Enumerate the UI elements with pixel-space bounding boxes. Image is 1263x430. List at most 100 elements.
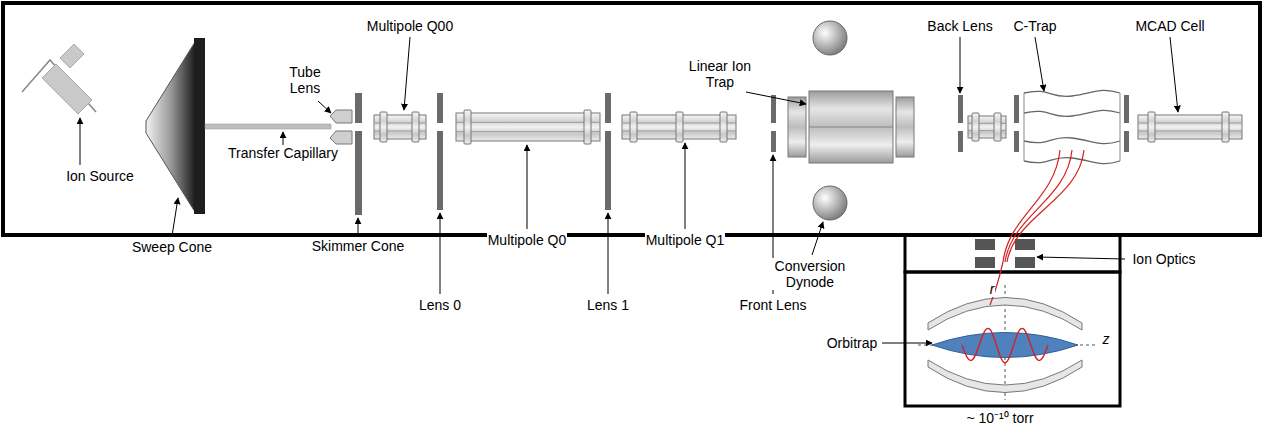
part-label: Ion Optics — [1131, 251, 1196, 267]
multipole-collar — [994, 113, 1001, 141]
tube-lens — [330, 110, 352, 123]
part-label: Lens 0 — [418, 297, 462, 313]
sweep-cone — [146, 38, 205, 214]
vacuum-housing — [3, 3, 1260, 235]
leader-arrow — [1035, 37, 1044, 91]
multipole-q00 — [374, 112, 426, 142]
leader-arrow — [608, 213, 609, 294]
c-trap-end-plate — [1124, 95, 1129, 123]
trap-slit — [809, 127, 893, 128]
ion-trajectory — [1005, 150, 1072, 262]
outer-electrode — [928, 298, 1082, 331]
sweep-cone-body — [146, 42, 195, 212]
part-label: Multipole Q0 — [487, 232, 568, 248]
c-trap-end-plate — [1014, 131, 1019, 152]
leader-arrow — [440, 213, 441, 294]
ion-trajectory — [1003, 150, 1060, 262]
orbitrap — [918, 285, 1098, 400]
c-trap-electrode — [1024, 110, 1120, 116]
leader-arrow — [1037, 257, 1125, 259]
multipole-q1 — [622, 112, 736, 142]
leader-arrow — [527, 145, 528, 229]
trap-center-section — [809, 91, 893, 163]
part-label: Lens 1 — [586, 297, 630, 313]
multipole-collar — [676, 112, 683, 142]
conversion-dynode — [813, 21, 847, 55]
tube-lens — [330, 131, 352, 144]
multipole-collar — [720, 112, 727, 142]
ion-source-stem — [60, 44, 84, 68]
ion-optics-electrode — [975, 257, 995, 268]
part-label: Skimmer Cone — [311, 238, 406, 254]
part-label: Multipole Q1 — [645, 232, 726, 248]
part-label: Transfer Capillary — [227, 145, 339, 161]
part-label: z — [1102, 331, 1111, 347]
multipole-collar — [380, 112, 387, 142]
ion-source-body — [42, 64, 92, 114]
c-trap-end-plate — [1014, 95, 1019, 123]
transfer-multipole — [968, 113, 1006, 141]
part-label: Sweep Cone — [131, 239, 213, 255]
leader-arrow — [172, 198, 178, 236]
part-label: Front Lens — [739, 297, 808, 313]
ion-orbit — [962, 328, 1048, 362]
lens-1-plate — [605, 93, 611, 123]
part-label: MCAD Cell — [1134, 18, 1205, 34]
multipole-q0 — [456, 110, 600, 144]
orbitrap-housing — [905, 272, 1120, 406]
trap-end-section — [788, 97, 806, 157]
leader-arrow — [80, 118, 81, 165]
ion-trajectory — [1007, 150, 1084, 262]
skimmer-cone-plate — [355, 131, 362, 215]
sweep-cone-flange — [194, 38, 205, 214]
central-electrode — [932, 333, 1078, 358]
c-trap-electrode — [1024, 90, 1120, 96]
part-label: Ion Source — [65, 168, 135, 184]
lens-1-plate — [605, 131, 611, 210]
leader-arrow — [960, 37, 961, 93]
multipole-collar — [972, 113, 979, 141]
part-label: ~ 10⁻¹⁰ torr — [965, 410, 1034, 426]
leader-arrow — [746, 92, 806, 104]
leader-arrow — [404, 37, 410, 110]
leader-arrow — [318, 101, 331, 113]
leader-arrow — [882, 343, 932, 344]
multipole-collar — [584, 110, 591, 144]
back-lens-plate — [958, 131, 963, 152]
multipole-collar — [1222, 112, 1229, 142]
c-trap-end-plate — [1124, 131, 1129, 152]
skimmer-cone-plate — [355, 93, 362, 123]
back-lens-plate — [958, 95, 963, 123]
ion-optics-electrode — [1015, 239, 1035, 250]
outer-electrode — [928, 360, 1082, 393]
c-trap-electrode — [1024, 158, 1120, 164]
ion-optics-electrode — [1015, 257, 1035, 268]
part-label: C-Trap — [1012, 18, 1057, 34]
part-label: r — [989, 281, 996, 297]
leader-arrow — [812, 222, 823, 255]
trap-end-section — [896, 97, 914, 157]
rod-edge — [456, 122, 600, 123]
ion-optics-electrode — [975, 239, 995, 250]
ion-source — [22, 44, 96, 114]
transfer-capillary — [205, 124, 331, 129]
c-trap-edge — [1120, 93, 1121, 161]
c-trap-electrode — [1024, 138, 1120, 144]
multipole-rods — [456, 113, 600, 141]
part-label: Linear Ion Trap — [684, 58, 756, 90]
multipole-collar — [630, 112, 637, 142]
front-lens-plate — [771, 131, 776, 152]
part-label: Multipole Q00 — [366, 18, 454, 34]
multipole-collar — [412, 112, 419, 142]
lens-0-plate — [437, 131, 443, 210]
multipole-collar — [464, 110, 471, 144]
c-trap-edge — [1024, 93, 1025, 161]
part-label: Orbitrap — [826, 335, 879, 351]
part-label: Back Lens — [926, 18, 993, 34]
part-label: Conversion Dynode — [768, 258, 852, 290]
linear-ion-trap — [788, 91, 914, 163]
part-label: Tube Lens — [282, 64, 329, 96]
